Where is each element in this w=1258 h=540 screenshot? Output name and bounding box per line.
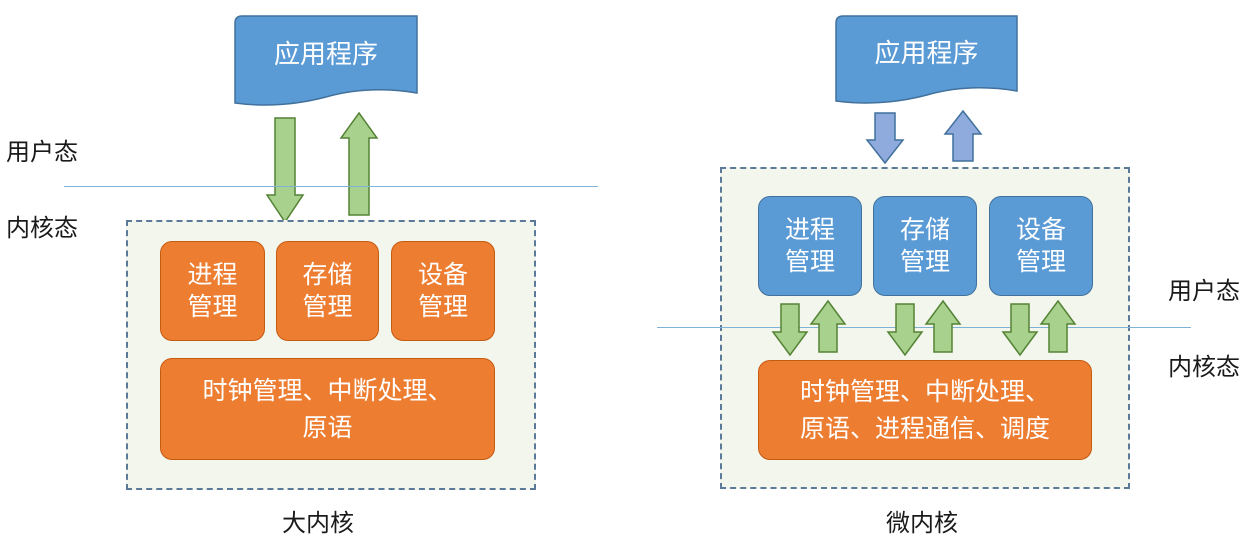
right-device-line1: 设备 bbox=[1015, 214, 1066, 244]
right-app-down-arrow bbox=[865, 112, 905, 165]
left-app-label: 应用程序 bbox=[273, 40, 378, 71]
left-user-mode-label: 用户态 bbox=[6, 138, 78, 166]
left-up-arrow bbox=[339, 111, 379, 216]
left-device-line1: 设备 bbox=[417, 259, 468, 289]
right-app-box bbox=[835, 15, 1018, 104]
right-core-line1: 时钟管理、中断处理、 bbox=[799, 376, 1050, 406]
left-process-line1: 进程 bbox=[187, 259, 238, 289]
right-core-box: 时钟管理、中断处理、 原语、进程通信、调度 bbox=[758, 360, 1092, 460]
right-user-mode-label: 用户态 bbox=[1168, 277, 1240, 305]
left-process-line2: 管理 bbox=[187, 292, 238, 321]
right-caption: 微内核 bbox=[886, 509, 958, 537]
left-device-line2: 管理 bbox=[417, 292, 468, 321]
right-device-up-arrow bbox=[1039, 299, 1077, 353]
right-app-label: 应用程序 bbox=[874, 39, 979, 70]
right-kernel-mode-label: 内核态 bbox=[1168, 353, 1240, 381]
left-kernel-mode-label: 内核态 bbox=[6, 214, 78, 242]
left-storage-line2: 管理 bbox=[302, 292, 353, 321]
right-app-up-arrow bbox=[943, 109, 983, 162]
right-core-line2: 原语、进程通信、调度 bbox=[799, 414, 1050, 443]
right-mode-divider bbox=[657, 327, 1191, 328]
right-storage-line1: 存储 bbox=[899, 214, 950, 244]
left-caption: 大内核 bbox=[282, 509, 354, 537]
left-storage-line1: 存储 bbox=[302, 259, 353, 289]
right-storage-line2: 管理 bbox=[899, 247, 950, 276]
right-process-down-arrow bbox=[771, 303, 809, 357]
right-device-down-arrow bbox=[1001, 303, 1039, 357]
right-process-mgmt-box: 进程 管理 bbox=[758, 196, 862, 296]
left-core-box: 时钟管理、中断处理、 原语 bbox=[160, 358, 495, 460]
right-storage-mgmt-box: 存储 管理 bbox=[873, 196, 977, 296]
left-core-line2: 原语 bbox=[302, 413, 353, 442]
left-mode-divider bbox=[64, 186, 598, 187]
left-process-mgmt-box: 进程 管理 bbox=[160, 241, 265, 341]
left-app-box bbox=[234, 15, 418, 106]
right-storage-up-arrow bbox=[924, 299, 962, 353]
left-device-mgmt-box: 设备 管理 bbox=[391, 241, 495, 341]
right-process-line1: 进程 bbox=[784, 214, 835, 244]
right-device-mgmt-box: 设备 管理 bbox=[989, 196, 1093, 296]
right-storage-down-arrow bbox=[886, 303, 924, 357]
left-down-arrow bbox=[265, 117, 305, 224]
left-storage-mgmt-box: 存储 管理 bbox=[276, 241, 379, 341]
right-process-line2: 管理 bbox=[784, 247, 835, 276]
right-device-line2: 管理 bbox=[1015, 247, 1066, 276]
right-process-up-arrow bbox=[809, 299, 847, 353]
left-core-line1: 时钟管理、中断处理、 bbox=[202, 375, 453, 405]
